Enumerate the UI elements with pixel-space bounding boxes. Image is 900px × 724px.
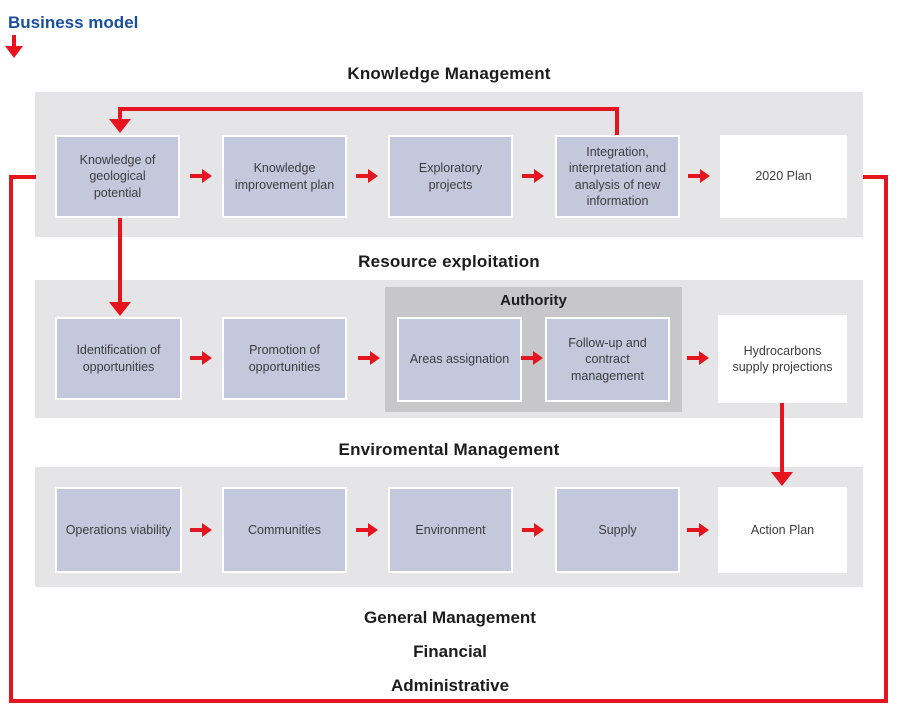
box-label: Supply	[598, 522, 637, 537]
connector-km-to-re-arrowhead-icon	[109, 302, 131, 316]
feedback-right-drop-line	[615, 107, 619, 135]
flow-arrow-icon	[190, 169, 212, 183]
box-integration-interpretation-analysis: Integration, interpretation and analysis…	[555, 135, 680, 218]
box-label: Operations viability	[65, 522, 172, 537]
box-label: Hydrocarbons supply projections	[732, 343, 833, 374]
flow-arrow-icon	[522, 523, 544, 537]
down-arrow-icon	[12, 35, 16, 48]
box-label: Environment	[415, 522, 486, 537]
box-2020-plan: 2020 Plan	[720, 135, 847, 218]
flow-arrow-icon	[190, 523, 212, 537]
flow-arrow-icon	[356, 169, 378, 183]
flow-arrow-icon	[688, 169, 710, 183]
box-operations-viability: Operations viability	[55, 487, 182, 573]
feedback-arrowhead-icon	[109, 119, 131, 133]
box-label: Integration, interpretation and analysis…	[568, 145, 667, 208]
box-label: Exploratory projects	[418, 161, 483, 192]
connector-re-to-em-arrowhead-icon	[771, 472, 793, 486]
footer-label-financial: Financial	[413, 642, 487, 661]
box-supply: Supply	[555, 487, 680, 573]
flow-arrow-icon	[687, 351, 709, 365]
box-follow-up-contract-management: Follow-up and contract management	[545, 317, 670, 402]
box-label: Areas assignation	[409, 352, 510, 367]
connector-km-to-re-line	[118, 218, 122, 303]
footer-label-general-management: General Management	[364, 608, 536, 627]
loop-right-vertical-line	[884, 175, 888, 703]
flow-arrow-icon	[521, 351, 543, 365]
box-label: Identification of opportunities	[76, 343, 161, 374]
section-title-environmental-management: Enviromental Management	[338, 440, 560, 459]
box-knowledge-of-geological-potential: Knowledge of geological potential	[55, 135, 180, 218]
flow-arrow-icon	[522, 169, 544, 183]
flow-arrow-icon	[687, 523, 709, 537]
flow-arrow-icon	[356, 523, 378, 537]
box-action-plan: Action Plan	[718, 487, 847, 573]
flow-arrow-icon	[358, 351, 380, 365]
box-label: Action Plan	[750, 522, 815, 537]
section-title-knowledge-management: Knowledge Management	[347, 64, 551, 83]
box-label: Communities	[248, 522, 321, 537]
box-areas-assignation: Areas assignation	[397, 317, 522, 402]
box-knowledge-improvement-plan: Knowledge improvement plan	[222, 135, 347, 218]
box-promotion-of-opportunities: Promotion of opportunities	[222, 317, 347, 400]
box-identification-of-opportunities: Identification of opportunities	[55, 317, 182, 400]
connector-re-to-em-line	[780, 403, 784, 473]
page-title: Business model	[8, 13, 139, 32]
loop-left-vertical-line	[9, 175, 13, 703]
feedback-horizontal-line	[118, 107, 619, 111]
box-label: Knowledge of geological potential	[79, 153, 156, 200]
box-label: 2020 Plan	[755, 169, 812, 184]
flow-arrow-icon	[190, 351, 212, 365]
loop-right-horizontal-line	[863, 175, 888, 179]
loop-left-horizontal-line	[9, 175, 36, 179]
footer-label-administrative: Administrative	[390, 676, 510, 695]
box-communities: Communities	[222, 487, 347, 573]
section-title-resource-exploitation: Resource exploitation	[358, 252, 540, 271]
box-label: Promotion of opportunities	[248, 343, 321, 374]
loop-bottom-line	[9, 699, 888, 703]
feedback-left-drop-line	[118, 107, 122, 120]
box-label: Follow-up and contract management	[568, 336, 647, 383]
down-arrow-icon	[5, 46, 23, 58]
box-hydrocarbons-supply-projections: Hydrocarbons supply projections	[718, 315, 847, 403]
authority-title: Authority	[500, 292, 567, 309]
box-label: Knowledge improvement plan	[234, 161, 335, 192]
box-exploratory-projects: Exploratory projects	[388, 135, 513, 218]
box-environment: Environment	[388, 487, 513, 573]
